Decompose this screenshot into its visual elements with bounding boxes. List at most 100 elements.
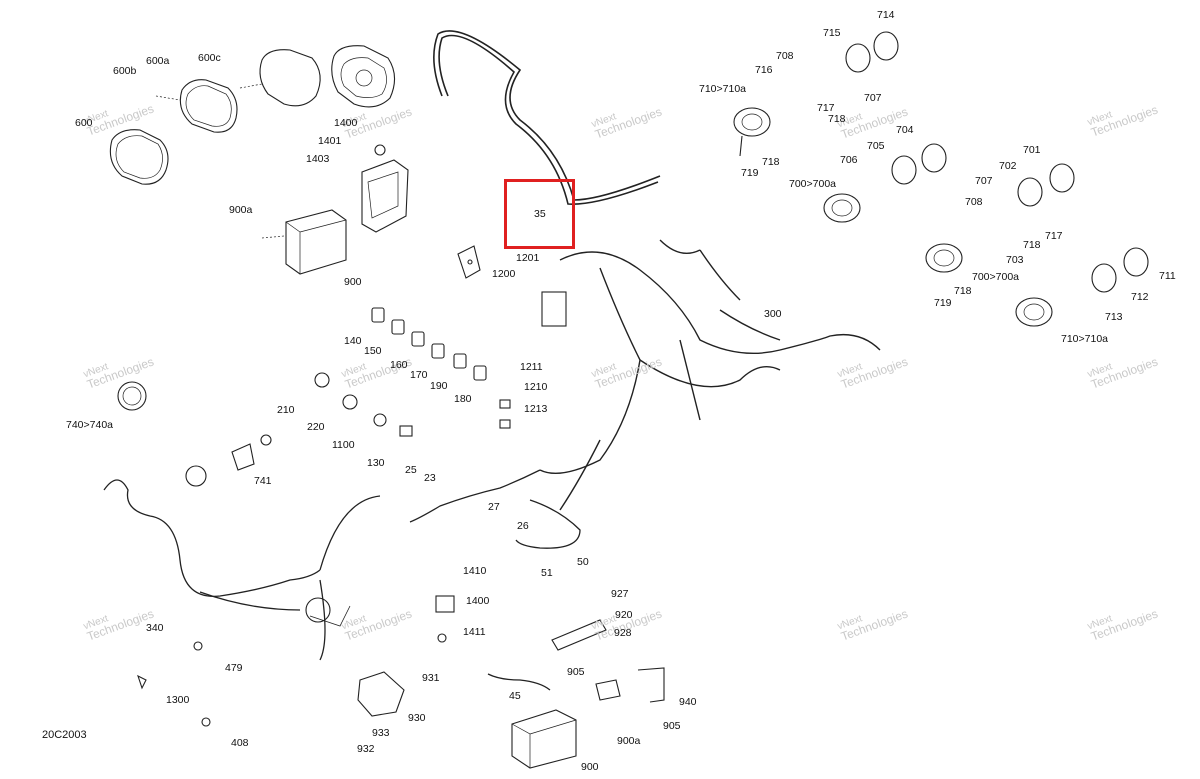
callout-600b[interactable]: 600b xyxy=(113,65,137,77)
callout-719-top[interactable]: 719 xyxy=(741,167,759,179)
callout-718-b[interactable]: 718 xyxy=(762,156,780,168)
callout-1210[interactable]: 1210 xyxy=(524,381,548,393)
callout-220[interactable]: 220 xyxy=(307,421,325,433)
callout-210[interactable]: 210 xyxy=(277,404,295,416)
callout-712[interactable]: 712 xyxy=(1131,291,1149,303)
callout-707-r[interactable]: 707 xyxy=(975,175,993,187)
callout-1400-top[interactable]: 1400 xyxy=(334,117,358,129)
callout-23[interactable]: 23 xyxy=(424,472,436,484)
callout-713[interactable]: 713 xyxy=(1105,311,1123,323)
bracket-920[interactable] xyxy=(551,619,607,651)
bracket-1200[interactable] xyxy=(457,245,481,279)
callout-408[interactable]: 408 xyxy=(231,737,249,749)
light-assembly-710[interactable] xyxy=(733,107,771,157)
headlight-740[interactable] xyxy=(117,381,147,411)
callout-927[interactable]: 927 xyxy=(611,588,629,600)
callout-701[interactable]: 701 xyxy=(1023,144,1041,156)
callout-140[interactable]: 140 xyxy=(344,335,362,347)
callout-717-top[interactable]: 717 xyxy=(817,102,835,114)
light-ring-701-702[interactable] xyxy=(1017,163,1075,207)
gauge-cover-lens[interactable] xyxy=(259,49,321,107)
light-assembly-700r[interactable] xyxy=(925,243,963,273)
callout-1201[interactable]: 1201 xyxy=(516,252,540,264)
gauge-lens-600[interactable] xyxy=(109,129,169,185)
callout-1300[interactable]: 1300 xyxy=(166,694,190,706)
light-ring-704-705[interactable] xyxy=(891,143,947,185)
light-741[interactable] xyxy=(185,434,272,487)
callout-714[interactable]: 714 xyxy=(877,9,895,21)
light-assembly-700[interactable] xyxy=(823,193,861,223)
callout-711[interactable]: 711 xyxy=(1159,270,1176,282)
callout-707-top[interactable]: 707 xyxy=(864,92,882,104)
callout-900-top[interactable]: 900 xyxy=(344,276,362,288)
callout-717-r[interactable]: 717 xyxy=(1045,230,1063,242)
callout-900a-bot[interactable]: 900a xyxy=(617,735,641,747)
callout-940[interactable]: 940 xyxy=(679,696,697,708)
cable-45[interactable] xyxy=(487,673,551,691)
callout-905-bot[interactable]: 905 xyxy=(663,720,681,732)
switch-set[interactable] xyxy=(371,307,487,381)
callout-900a-top[interactable]: 900a xyxy=(229,204,253,216)
callout-702[interactable]: 702 xyxy=(999,160,1017,172)
callout-931[interactable]: 931 xyxy=(422,672,440,684)
callout-170[interactable]: 170 xyxy=(410,369,428,381)
control-module-900[interactable] xyxy=(285,209,347,275)
callout-160[interactable]: 160 xyxy=(390,359,408,371)
callout-51[interactable]: 51 xyxy=(541,567,553,579)
callout-1401[interactable]: 1401 xyxy=(318,135,342,147)
callout-600c[interactable]: 600c xyxy=(198,52,221,64)
harness-35[interactable] xyxy=(433,30,661,205)
callout-600[interactable]: 600 xyxy=(75,117,93,129)
callout-45[interactable]: 45 xyxy=(509,690,521,702)
relays-1210[interactable] xyxy=(499,399,511,429)
callout-740[interactable]: 740>740a xyxy=(66,419,114,431)
callout-718-a[interactable]: 718 xyxy=(828,113,846,125)
callout-741[interactable]: 741 xyxy=(254,475,272,487)
callout-1213[interactable]: 1213 xyxy=(524,403,548,415)
callout-704[interactable]: 704 xyxy=(896,124,914,136)
callout-479[interactable]: 479 xyxy=(225,662,243,674)
horn-930[interactable] xyxy=(357,671,405,717)
callout-1200[interactable]: 1200 xyxy=(492,268,516,280)
callout-1100[interactable]: 1100 xyxy=(332,439,355,451)
callout-900-bot[interactable]: 900 xyxy=(581,761,599,773)
callout-1400[interactable]: 1400 xyxy=(466,595,490,607)
callout-920[interactable]: 920 xyxy=(615,609,633,621)
callout-928[interactable]: 928 xyxy=(614,627,632,639)
callout-703[interactable]: 703 xyxy=(1006,254,1024,266)
callout-27[interactable]: 27 xyxy=(488,501,500,513)
callout-300[interactable]: 300 xyxy=(764,308,782,320)
callout-719-r[interactable]: 719 xyxy=(934,297,952,309)
module-900-bottom[interactable] xyxy=(511,709,577,769)
callout-705[interactable]: 705 xyxy=(867,140,885,152)
callout-708-top[interactable]: 708 xyxy=(776,50,794,62)
callout-190[interactable]: 190 xyxy=(430,380,448,392)
callout-706[interactable]: 706 xyxy=(840,154,858,166)
callout-708-r[interactable]: 708 xyxy=(965,196,983,208)
callout-700[interactable]: 700>700a xyxy=(789,178,837,190)
callout-1411[interactable]: 1411 xyxy=(463,626,486,638)
gauge-bezel-600a[interactable] xyxy=(179,79,238,133)
callout-715[interactable]: 715 xyxy=(823,27,841,39)
callout-600a[interactable]: 600a xyxy=(146,55,170,67)
callout-25[interactable]: 25 xyxy=(405,464,417,476)
light-assembly-710r[interactable] xyxy=(1015,297,1053,327)
callout-932[interactable]: 932 xyxy=(357,743,375,755)
module-bracket[interactable] xyxy=(361,144,409,233)
sockets-210-220[interactable] xyxy=(314,372,413,437)
callout-1403[interactable]: 1403 xyxy=(306,153,330,165)
callout-718-r2[interactable]: 718 xyxy=(954,285,972,297)
tail-lamp[interactable] xyxy=(305,597,351,627)
light-ring-714-715[interactable] xyxy=(845,31,899,73)
callout-1211[interactable]: 1211 xyxy=(520,361,543,373)
harness-340[interactable] xyxy=(103,479,381,661)
callout-340[interactable]: 340 xyxy=(146,622,164,634)
callout-130[interactable]: 130 xyxy=(367,457,385,469)
callout-35[interactable]: 35 xyxy=(534,208,546,220)
light-ring-711-712[interactable] xyxy=(1091,247,1149,293)
harness-50[interactable] xyxy=(409,469,581,549)
callout-710-r[interactable]: 710>710a xyxy=(1061,333,1109,345)
main-harness-300[interactable] xyxy=(539,239,881,511)
callout-718-r[interactable]: 718 xyxy=(1023,239,1041,251)
callout-180[interactable]: 180 xyxy=(454,393,472,405)
